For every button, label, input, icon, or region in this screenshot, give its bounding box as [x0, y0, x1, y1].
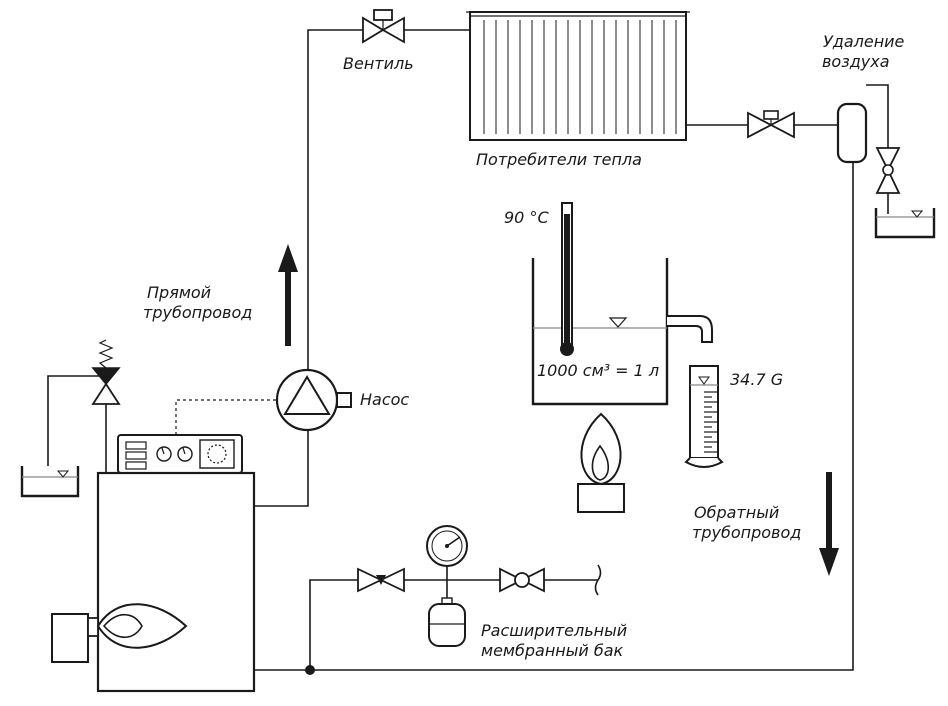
pipe-network — [254, 29, 889, 675]
gear-icon — [199, 439, 235, 469]
flame-icon — [577, 412, 625, 513]
burner-icon — [51, 603, 188, 663]
heat-consumers-label: Потребители тепла — [476, 150, 642, 169]
supply-arrow-up-icon — [278, 244, 298, 346]
expansion-tank-label-line2: мембранный бак — [481, 641, 624, 660]
boiler-body — [96, 471, 256, 693]
safety-basin-icon — [20, 466, 80, 498]
volume-label: 1000 см³ = 1 л — [537, 361, 659, 380]
air-separator-icon — [836, 102, 868, 164]
air-vent-valve-icon — [875, 147, 901, 194]
valve-label: Вентиль — [343, 54, 414, 73]
valve-icon — [362, 9, 405, 44]
check-valve-icon — [499, 567, 545, 593]
controller-panel — [117, 434, 243, 474]
expansion-tank-icon — [428, 597, 466, 647]
safety-valve-icon — [47, 339, 121, 473]
measuring-cylinder-icon — [684, 365, 724, 468]
supply-label-line1: Прямой — [147, 283, 211, 302]
air-vent-basin-icon — [874, 208, 936, 239]
cylinder-reading-label: 34.7 G — [730, 370, 783, 389]
control-signal-line — [175, 399, 277, 435]
pressure-gauge-icon — [426, 525, 468, 600]
temperature-label: 90 °C — [504, 208, 549, 227]
radiator-icon — [466, 11, 690, 141]
expansion-tank-label-line1: Расширительный — [481, 621, 627, 640]
beaker-icon — [531, 258, 713, 406]
air-removal-label-line1: Удаление — [823, 32, 905, 51]
thermometer-icon — [560, 202, 574, 356]
expansion-valve-icon — [357, 567, 405, 593]
pump-icon — [275, 368, 352, 432]
return-valve-icon — [747, 110, 795, 139]
return-arrow-down-icon — [819, 472, 839, 576]
return-label-line2: трубопровод — [692, 523, 801, 542]
return-label-line1: Обратный — [694, 503, 779, 522]
supply-label-line2: трубопровод — [143, 303, 252, 322]
air-removal-label-line2: воздуха — [822, 52, 890, 71]
pump-label: Насос — [360, 390, 409, 409]
